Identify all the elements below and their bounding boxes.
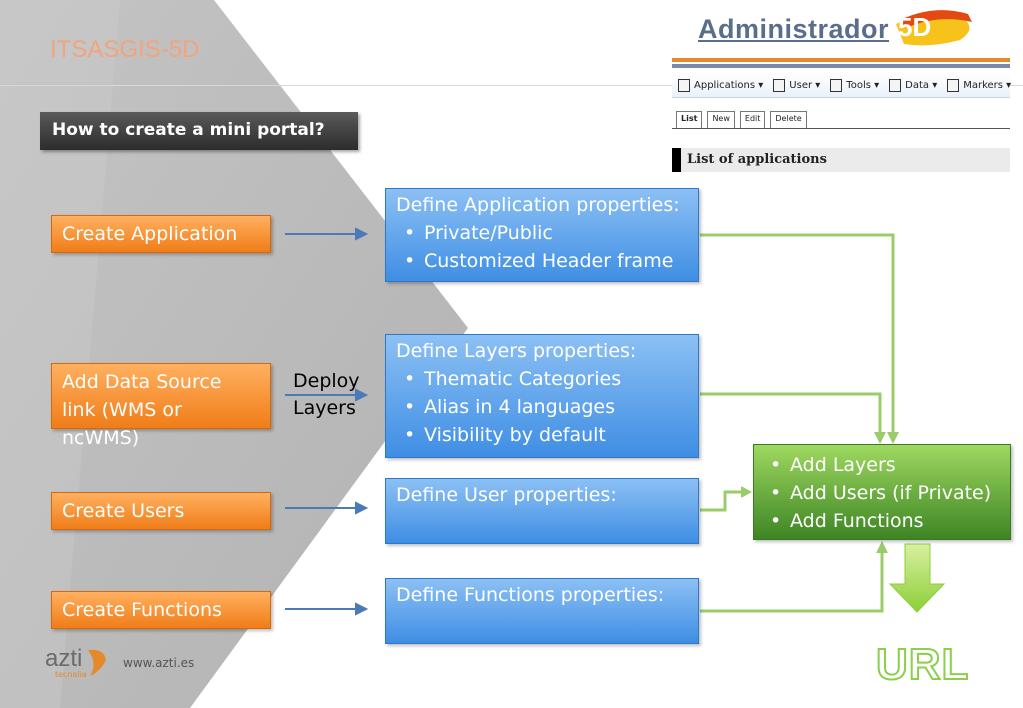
define-layers-box: Define Layers properties: Thematic Categ… xyxy=(385,334,699,458)
url-label: URL xyxy=(875,639,970,690)
menu-tools[interactable]: Tools ▾ xyxy=(830,79,879,92)
deploy-layers-label: Deploy Layers xyxy=(293,370,360,419)
result-box: Add Layers Add Users (if Private) Add Fu… xyxy=(753,444,1011,540)
page-icon xyxy=(773,79,786,92)
tab-delete[interactable]: Delete xyxy=(770,111,807,129)
step-create-application: Create Application xyxy=(51,215,271,253)
define-user-box: Define User properties: xyxy=(385,478,699,544)
define-functions-box: Define Functions properties: xyxy=(385,578,699,644)
footer-url[interactable]: www.azti.es xyxy=(123,656,195,670)
tab-edit[interactable]: Edit xyxy=(739,111,766,129)
page-icon xyxy=(830,79,843,92)
admin-logo-mark-text: 5D xyxy=(898,12,932,42)
azti-logo: azti tecnalia xyxy=(45,645,87,680)
tab-new[interactable]: New xyxy=(707,111,735,129)
define-application-box: Define Application properties: Private/P… xyxy=(385,188,699,282)
title-divider xyxy=(0,85,1023,86)
tab-underline xyxy=(672,128,1010,129)
slide-title: ITSASGIS-5D xyxy=(50,36,200,63)
menu-user[interactable]: User ▾ xyxy=(773,79,820,92)
down-arrow-icon xyxy=(888,543,946,613)
menu-data[interactable]: Data ▾ xyxy=(889,79,937,92)
azti-swoosh-icon xyxy=(88,649,106,676)
admin-logo-text: Administrador xyxy=(698,14,890,44)
step-create-functions: Create Functions xyxy=(51,591,271,629)
question-banner: How to create a mini portal? xyxy=(40,112,358,150)
admin-bar-orange xyxy=(672,58,1010,62)
menu-applications[interactable]: Applications ▾ xyxy=(678,79,763,92)
admin-5d-logo-mark xyxy=(896,10,972,46)
list-header: List of applications xyxy=(672,148,1010,172)
tab-list[interactable]: List xyxy=(676,111,703,129)
page-icon xyxy=(889,79,902,92)
admin-bar-blue xyxy=(672,64,1010,68)
admin-menubar: Applications ▾ User ▾ Tools ▾ Data ▾ Mar… xyxy=(672,74,1011,98)
green-connectors xyxy=(700,233,895,613)
flow-arrows xyxy=(285,227,369,616)
step-create-users: Create Users xyxy=(51,492,271,530)
step-add-data-source: Add Data Source link (WMS or ncWMS) xyxy=(51,363,271,449)
admin-tabs: List New Edit Delete xyxy=(676,111,812,129)
menu-markers[interactable]: Markers ▾ xyxy=(947,79,1011,92)
page-icon xyxy=(678,79,690,92)
page-icon xyxy=(947,79,960,92)
